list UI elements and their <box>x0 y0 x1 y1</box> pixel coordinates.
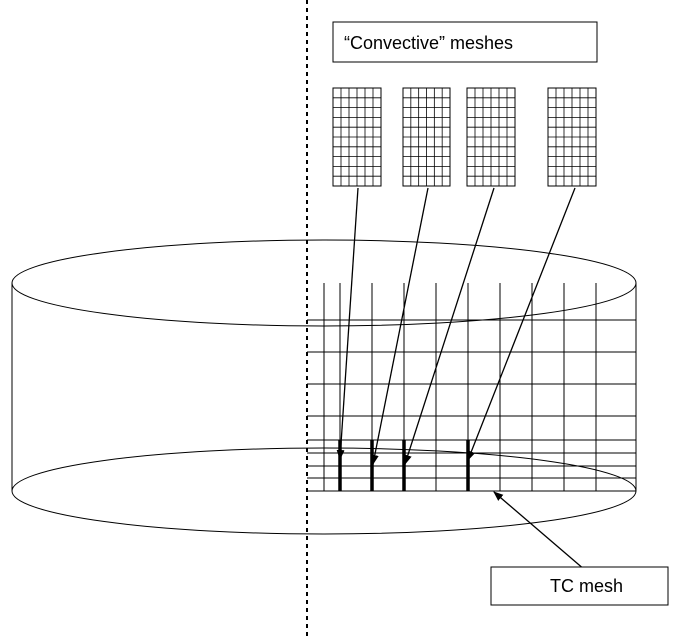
convective-meshes-label-box: “Convective” meshes <box>332 21 598 63</box>
tc-mesh-grid <box>307 283 636 492</box>
tc-mesh-label: TC mesh <box>550 576 623 596</box>
thermocouple-markers <box>338 440 470 491</box>
cylinder-bottom-ellipse <box>11 447 637 535</box>
mesh-arrows <box>336 187 576 465</box>
convective-mesh-2 <box>402 87 451 187</box>
cylinder <box>11 283 637 491</box>
convective-meshes-label: “Convective” meshes <box>344 33 513 53</box>
cylinder-top-ellipse <box>11 239 637 327</box>
convective-mesh-1 <box>332 87 382 187</box>
tc-mesh-label-box: TC mesh <box>490 566 669 606</box>
convective-mesh-3 <box>466 87 516 187</box>
tc-mesh-arrow <box>493 491 586 571</box>
convective-mesh-4 <box>547 87 597 187</box>
